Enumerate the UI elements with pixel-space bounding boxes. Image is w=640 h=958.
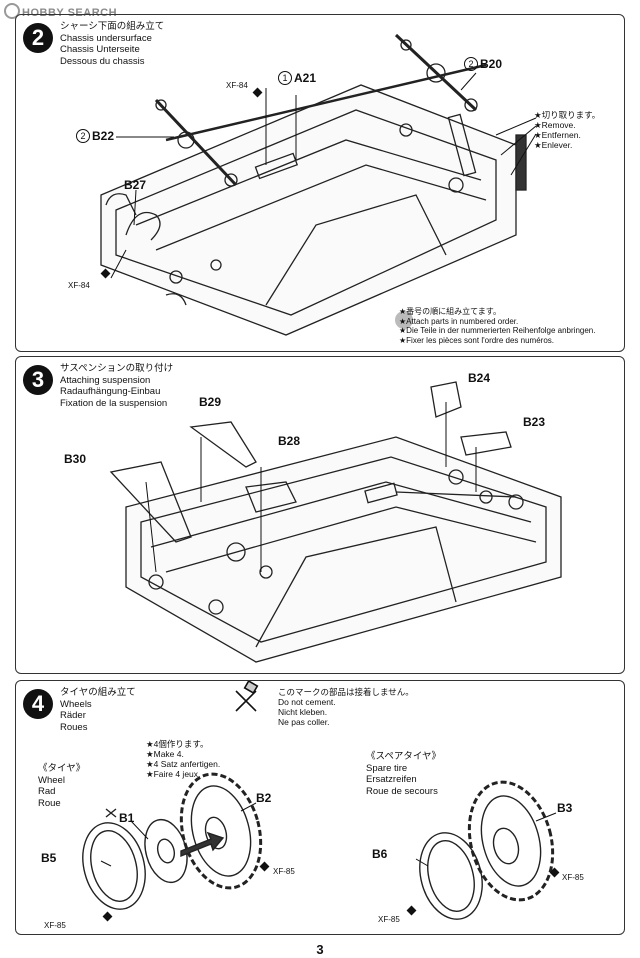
step-number: 2 (23, 23, 53, 53)
wheels-drawing (82, 681, 557, 920)
remove-note: ★切り取ります。 ★Remove. ★Entfernen. ★Enlever. (534, 110, 601, 150)
step-3-panel: 3 サスペンションの取り付け Attaching suspension Rada… (15, 356, 625, 674)
step-titles: タイヤの組み立て Wheels Räder Roues (60, 687, 136, 733)
part-label-b23: B23 (523, 415, 546, 429)
no-cement-icon (235, 681, 259, 712)
make-4-note: ★4個作ります。 ★Make 4. ★4 Satz anfertigen. ★F… (146, 739, 221, 779)
part-label-b24: B24 (468, 371, 491, 385)
step-number: 3 (23, 365, 53, 395)
step-titles: サスペンションの取り付け Attaching suspension Radauf… (60, 363, 174, 409)
part-label-b1: B1 (119, 811, 135, 825)
part-label-b30: B30 (64, 452, 87, 466)
wheel-title: 《タイヤ》 Wheel Rad Roue (38, 763, 86, 809)
order-note: ★番号の順に組み立てます。 ★Attach parts in numbered … (399, 307, 596, 345)
part-label-b5: B5 (41, 851, 57, 865)
step-2-panel: 2 シャーシ下面の組み立て Chassis undersurface Chass… (15, 14, 625, 352)
part-label-b2: B2 (256, 791, 272, 805)
step-number: 4 (23, 689, 53, 719)
part-label-b28: B28 (278, 434, 301, 448)
hobby-search-logo-icon (4, 3, 20, 19)
watermark: HOBBY SEARCH (4, 3, 117, 19)
part-label-b6: B6 (372, 847, 388, 861)
suspension-drawing (109, 381, 562, 663)
part-label-b29: B29 (199, 395, 222, 409)
chassis-underside-drawing (100, 33, 537, 336)
page-number: 3 (316, 942, 324, 957)
spare-tire-title: 《スペアタイヤ》 Spare tire Ersatzreifen Roue de… (366, 751, 442, 797)
step-titles: シャーシ下面の組み立て Chassis undersurface Chassis… (60, 21, 165, 67)
part-label-b3: B3 (557, 801, 573, 815)
order-note-marker-icon (395, 311, 413, 329)
cement-note: このマークの部品は接着しません。 Do not cement. Nicht kl… (278, 687, 414, 727)
step-4-panel: 4 タイヤの組み立て Wheels Räder Roues (15, 680, 625, 935)
part-label-b27: B27 (124, 178, 147, 192)
